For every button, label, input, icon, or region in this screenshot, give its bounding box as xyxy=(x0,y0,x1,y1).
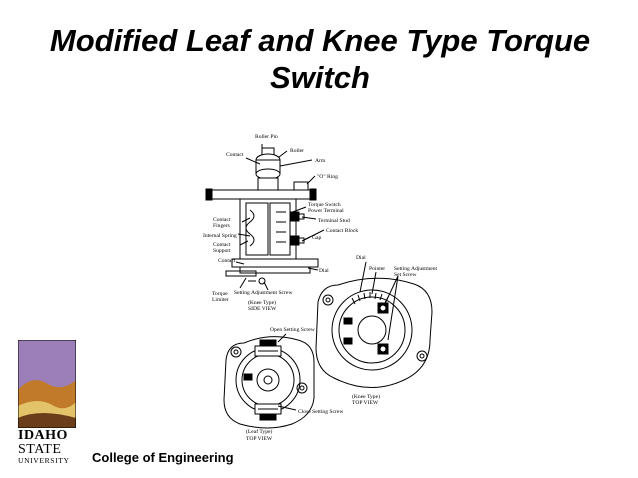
label-roller-pin: Roller Pin xyxy=(255,134,278,140)
label-gap: Gap xyxy=(312,235,322,241)
label-o-ring: "O" Ring xyxy=(317,174,338,180)
label-dial-top: Dial xyxy=(356,255,366,261)
label-torque-switch: Torque Switch xyxy=(308,202,341,208)
label-knee-top-view: TOP VIEW xyxy=(352,400,379,406)
label-setting-adjustment-screw: Setting Adjustment Screw xyxy=(234,290,293,296)
label-open-setting-screw: Open Setting Screw xyxy=(270,327,316,333)
label-power-terminal: Power Terminal xyxy=(308,208,344,214)
label-knee-top-type: (Knee Type) xyxy=(352,393,380,400)
label-dial-side: Dial xyxy=(319,268,329,274)
label-pointer: Pointer xyxy=(369,266,385,272)
logo-text-state: STATE xyxy=(18,442,62,457)
label-close-setting-screw: Close Setting Screw xyxy=(298,409,344,415)
knee-top-view-drawing xyxy=(315,261,433,389)
label-contact-bottom: Contact xyxy=(218,258,236,264)
label-leaf-top-view: TOP VIEW xyxy=(246,436,273,442)
label-contact-fingers-2: Fingers xyxy=(213,223,230,229)
logo-text-idaho: IDAHO xyxy=(18,428,68,443)
label-set-screw: Set Screw xyxy=(394,272,417,278)
label-contact-top: Contact xyxy=(226,152,244,158)
idaho-state-university-logo: IDAHO STATE UNIVERSITY xyxy=(18,340,76,468)
label-torque-limiter-2: Limiter xyxy=(212,297,229,303)
label-torque-limiter-1: Torque xyxy=(212,291,228,297)
label-setting-adjustment: Setting Adjustment xyxy=(394,266,437,272)
label-arm: Arm xyxy=(315,158,326,164)
leaf-top-view-drawing xyxy=(223,333,315,429)
footer-college: College of Engineering xyxy=(92,450,234,465)
label-contact-support-2: Support xyxy=(213,248,231,254)
label-contact-block: Contact Block xyxy=(326,228,358,234)
logo-text-university: UNIVERSITY xyxy=(18,456,70,465)
label-leaf-top-type: (Leaf Type) xyxy=(246,428,273,435)
label-internal-spring: Internal Spring xyxy=(203,233,237,239)
logo-landscape-icon xyxy=(18,340,76,428)
label-terminal-stud: Terminal Stud xyxy=(318,218,350,224)
label-contact-support-1: Contact xyxy=(213,242,231,248)
slide-title: Modified Leaf and Knee Type Torque Switc… xyxy=(49,23,591,95)
side-view-drawing xyxy=(205,144,325,291)
label-roller: Roller xyxy=(290,148,304,154)
label-contact-fingers-1: Contact xyxy=(213,217,231,223)
label-side-view-type: (Knee Type) xyxy=(248,299,276,306)
label-side-view: SIDE VIEW xyxy=(248,306,277,312)
